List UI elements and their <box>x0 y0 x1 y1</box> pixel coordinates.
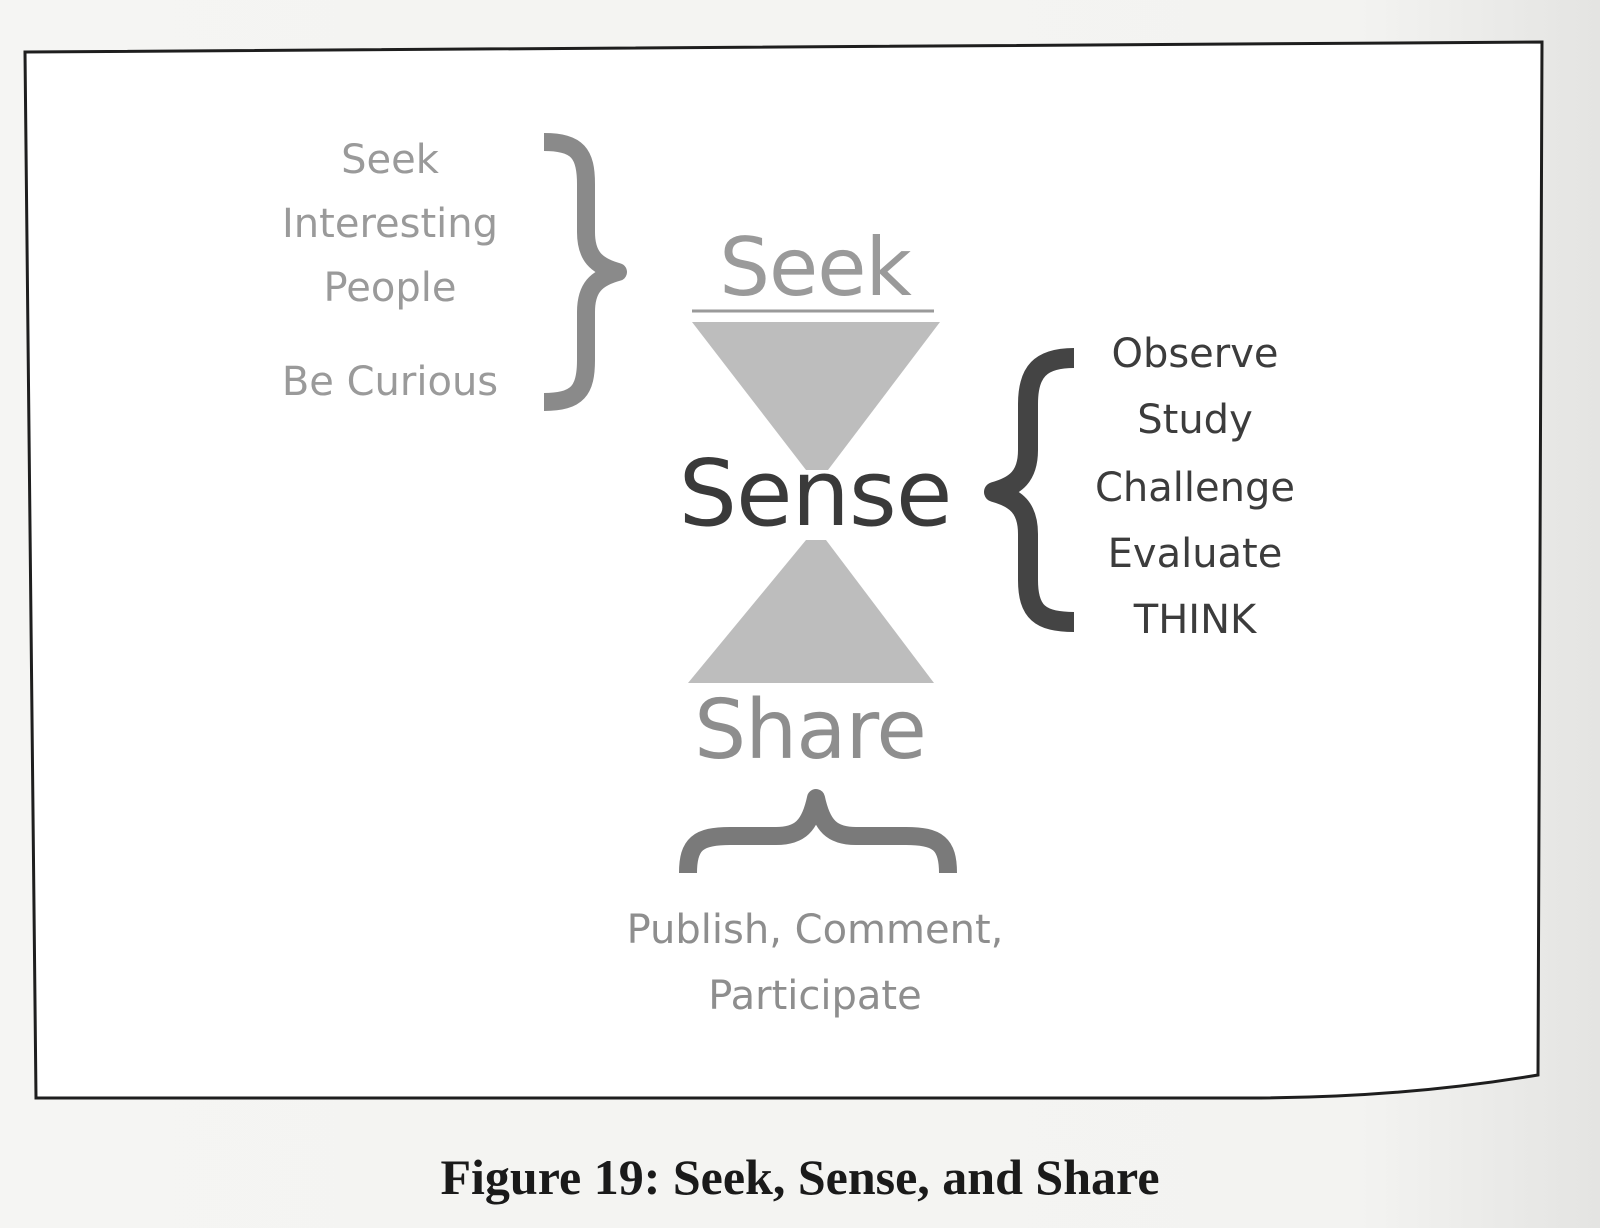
seek-item-be-curious: Be Curious <box>281 359 499 405</box>
sense-item-evaluate: Evaluate <box>1107 531 1283 577</box>
seek-item-people: People <box>323 265 457 311</box>
figure-caption: Figure 19: Seek, Sense, and Share <box>440 1149 1160 1205</box>
share-item-participate: Participate <box>708 973 922 1019</box>
sense-item-challenge: Challenge <box>1095 465 1295 511</box>
seek-brace-icon <box>543 133 627 411</box>
seek-item-interesting: Interesting <box>282 201 498 247</box>
sense-item-study: Study <box>1137 397 1253 443</box>
sense-item-observe: Observe <box>1111 331 1279 377</box>
sense-title: Sense <box>678 440 953 547</box>
share-item-publish-comment: Publish, Comment, <box>626 907 1004 953</box>
hourglass-bottom <box>688 540 934 683</box>
seek-title: Seek <box>719 221 912 314</box>
share-title: Share <box>694 683 927 778</box>
sense-item-think: THINK <box>1133 597 1257 643</box>
hourglass-top <box>692 322 940 470</box>
seek-item-seek: Seek <box>341 137 439 183</box>
sense-brace-icon <box>984 348 1075 632</box>
share-brace-icon <box>679 789 957 874</box>
